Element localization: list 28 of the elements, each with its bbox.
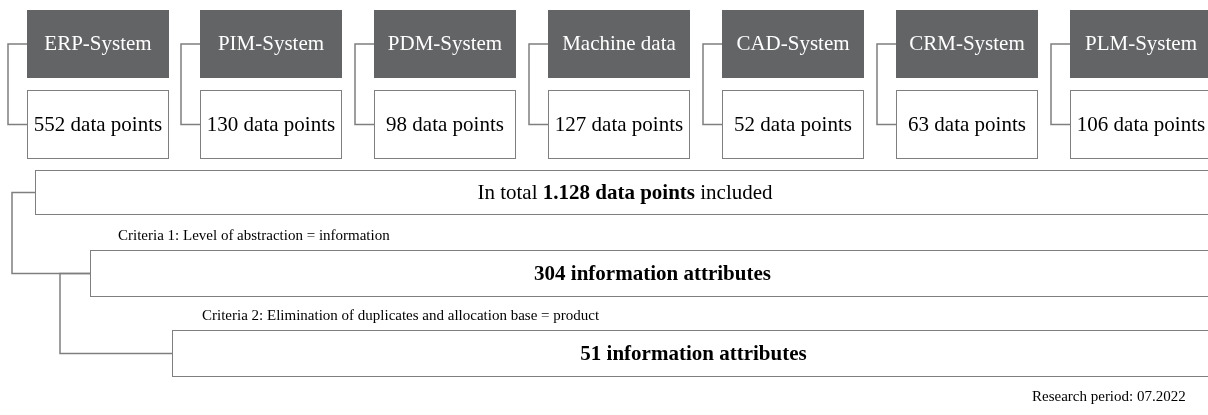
note-text: Research period: 07.2022 — [1032, 388, 1186, 405]
count-box: 552 data points — [27, 90, 169, 159]
connector-line — [702, 43, 723, 126]
connector-line — [180, 43, 201, 126]
count-box: 63 data points — [896, 90, 1038, 159]
result-bar: 51 information attributes — [172, 330, 1208, 377]
connector-line — [528, 43, 549, 126]
connector-line — [354, 43, 375, 126]
count-box: 127 data points — [548, 90, 690, 159]
source-header: ERP-System — [27, 10, 169, 78]
connector-line — [876, 43, 897, 126]
count-box: 130 data points — [200, 90, 342, 159]
connector-line — [1050, 43, 1071, 126]
count-box: 98 data points — [374, 90, 516, 159]
result-bar: 304 information attributes — [90, 250, 1208, 297]
criteria-label: Criteria 2: Elimination of duplicates and allocation base = product — [202, 307, 600, 324]
source-header: Machine data — [548, 10, 690, 78]
source-header: CRM-System — [896, 10, 1038, 78]
source-header: PDM-System — [374, 10, 516, 78]
connector-line — [59, 272, 173, 355]
source-header: CAD-System — [722, 10, 864, 78]
count-box: 106 data points — [1070, 90, 1208, 159]
source-header: PIM-System — [200, 10, 342, 78]
connector-line — [7, 43, 28, 126]
criteria-label: Criteria 1: Level of abstraction = information — [118, 227, 390, 244]
source-header: PLM-System — [1070, 10, 1208, 78]
count-box: 52 data points — [722, 90, 864, 159]
result-bar: In total 1.128 data points included — [35, 170, 1208, 215]
